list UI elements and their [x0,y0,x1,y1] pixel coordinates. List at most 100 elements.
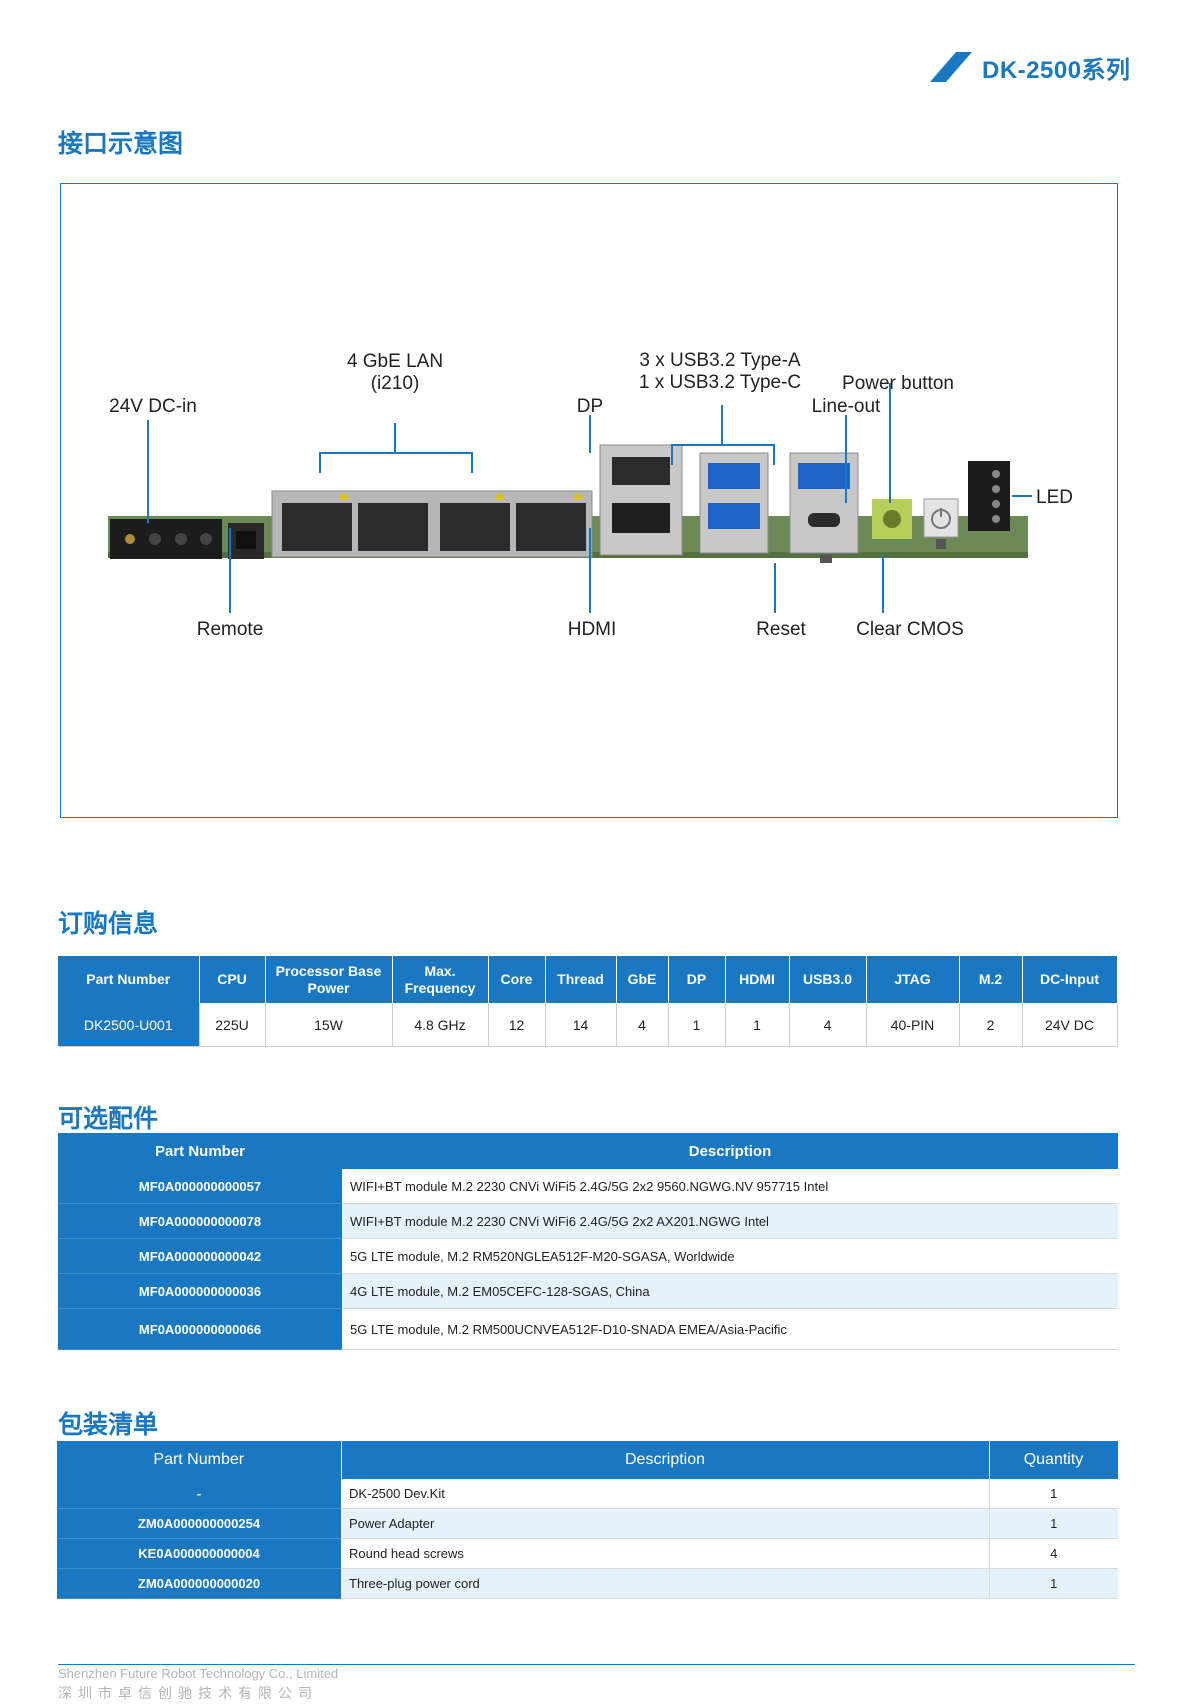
cell-part-number: DK2500-U001 [58,1003,200,1047]
cell-dc-input: 24V DC [1022,1003,1118,1047]
section-title-ordering: 订购信息 [58,910,159,938]
col-part-number: Part Number [58,1133,342,1169]
col-cpu: CPU [199,956,266,1003]
section-title-interface: 接口示意图 [58,130,184,158]
label-remote: Remote [197,619,264,640]
cell-part-number: MF0A000000000078 [58,1203,342,1239]
cell-usb: 4 [789,1003,867,1047]
label-lan-1: 4 GbE LAN [347,351,443,372]
col-part-number: Part Number [58,956,200,1003]
col-m2: M.2 [959,956,1023,1003]
usb-stack-right [789,452,859,554]
clear-cmos-button [936,539,946,549]
cell-quantity: 1 [989,1479,1118,1509]
cell-hdmi: 1 [725,1003,790,1047]
cell-description: 4G LTE module, M.2 EM05CEFC-128-SGAS, Ch… [342,1273,1118,1309]
interface-diagram-frame [60,183,1118,818]
col-part-number: Part Number [57,1441,342,1479]
dp-hdmi-stack [599,444,683,556]
cell-quantity: 1 [989,1508,1118,1539]
footer-divider [58,1664,1135,1665]
label-led: LED [1036,487,1073,508]
label-lan-2: (i210) [371,373,420,394]
label-dp: DP [577,396,603,417]
col-hdmi: HDMI [725,956,790,1003]
col-description: Description [342,1133,1118,1169]
col-quantity: Quantity [989,1441,1119,1479]
cell-jtag: 40-PIN [866,1003,960,1047]
label-clear-cmos: Clear CMOS [856,619,964,640]
cell-part-number: MF0A000000000066 [58,1308,342,1350]
label-power-button: Power button [842,373,954,394]
col-thread: Thread [545,956,617,1003]
ordering-header-row: Part Number CPU Processor Base Power Max… [58,956,1118,1003]
ordering-table: Part Number CPU Processor Base Power Max… [58,956,1118,1047]
cell-core: 12 [488,1003,546,1047]
cell-part-number: KE0A000000000004 [57,1538,341,1569]
col-max-frequency: Max. Frequency [392,956,489,1003]
col-jtag: JTAG [866,956,960,1003]
col-dc-input: DC-Input [1022,956,1118,1003]
cell-part-number: MF0A000000000057 [58,1169,342,1204]
cell-max-frequency: 4.8 GHz [392,1003,489,1047]
lan-ports [271,490,593,558]
brand-slash-icon [930,52,972,82]
cell-part-number: MF0A000000000042 [58,1238,342,1274]
cell-description: Three-plug power cord [341,1568,990,1599]
table-row: MF0A000000000042 5G LTE module, M.2 RM52… [58,1238,1118,1274]
power-button [923,498,959,538]
line-out-jack [872,499,912,539]
table-row: KE0A000000000004 Round head screws 4 [57,1538,1118,1569]
cell-part-number: ZM0A000000000020 [57,1568,341,1599]
cell-base-power: 15W [265,1003,393,1047]
interface-diagram: 4 GbE LAN (i210) 3 x USB3.2 Type-A 1 x U… [108,350,1073,640]
accessories-header-row: Part Number Description [58,1133,1118,1169]
label-usb-2: 1 x USB3.2 Type-C [639,372,801,393]
footer-company-cn: 深圳市卓信创驰技术有限公司 [58,1685,318,1701]
label-hdmi: HDMI [568,619,617,640]
usb-a-stack-left [699,452,769,554]
col-dp: DP [668,956,726,1003]
cell-quantity: 1 [989,1568,1118,1599]
col-base-power: Processor Base Power [265,956,393,1003]
table-row: MF0A000000000078 WIFI+BT module M.2 2230… [58,1203,1118,1239]
cell-description: Round head screws [341,1538,990,1569]
packing-header-row: Part Number Description Quantity [57,1441,1119,1479]
section-title-packing: 包装清单 [58,1411,159,1439]
cell-description: WIFI+BT module M.2 2230 CNVi WiFi5 2.4G/… [342,1169,1118,1204]
cell-part-number: ZM0A000000000254 [57,1508,341,1539]
label-reset: Reset [756,619,806,640]
reset-button [820,555,832,563]
table-row: DK2500-U001 225U 15W 4.8 GHz 12 14 4 1 1… [58,1003,1118,1047]
label-usb-1: 3 x USB3.2 Type-A [639,350,801,371]
cell-dp: 1 [668,1003,726,1047]
footer-company-en: Shenzhen Future Robot Technology Co., Li… [58,1666,339,1681]
cell-m2: 2 [959,1003,1023,1047]
label-dc-in: 24V DC-in [109,396,197,417]
series-title: DK-2500系列 [982,57,1131,84]
table-row: MF0A000000000066 5G LTE module, M.2 RM50… [58,1308,1118,1350]
col-gbe: GbE [616,956,669,1003]
table-row: ZM0A000000000020 Three-plug power cord 1 [57,1568,1118,1599]
cell-quantity: 4 [989,1538,1118,1569]
cell-description: DK-2500 Dev.Kit [341,1479,990,1509]
col-description: Description [341,1441,990,1479]
cell-description: Power Adapter [341,1508,990,1539]
cell-cpu: 225U [199,1003,266,1047]
cell-part-number: - [57,1479,341,1509]
table-row: ZM0A000000000254 Power Adapter 1 [57,1508,1118,1539]
cell-description: 5G LTE module, M.2 RM520NGLEA512F-M20-SG… [342,1238,1118,1274]
accessories-table: Part Number Description MF0A000000000057… [58,1133,1118,1350]
col-usb: USB3.0 [789,956,867,1003]
cell-part-number: MF0A000000000036 [58,1273,342,1309]
label-line-out: Line-out [812,396,881,417]
table-row: - DK-2500 Dev.Kit 1 [57,1479,1118,1509]
cell-description: WIFI+BT module M.2 2230 CNVi WiFi6 2.4G/… [342,1203,1118,1239]
table-row: MF0A000000000057 WIFI+BT module M.2 2230… [58,1169,1118,1204]
col-core: Core [488,956,546,1003]
packing-table: Part Number Description Quantity - DK-25… [57,1441,1119,1599]
section-title-accessories: 可选配件 [58,1105,159,1133]
cell-gbe: 4 [616,1003,669,1047]
cell-thread: 14 [545,1003,617,1047]
cell-description: 5G LTE module, M.2 RM500UCNVEA512F-D10-S… [342,1308,1118,1350]
